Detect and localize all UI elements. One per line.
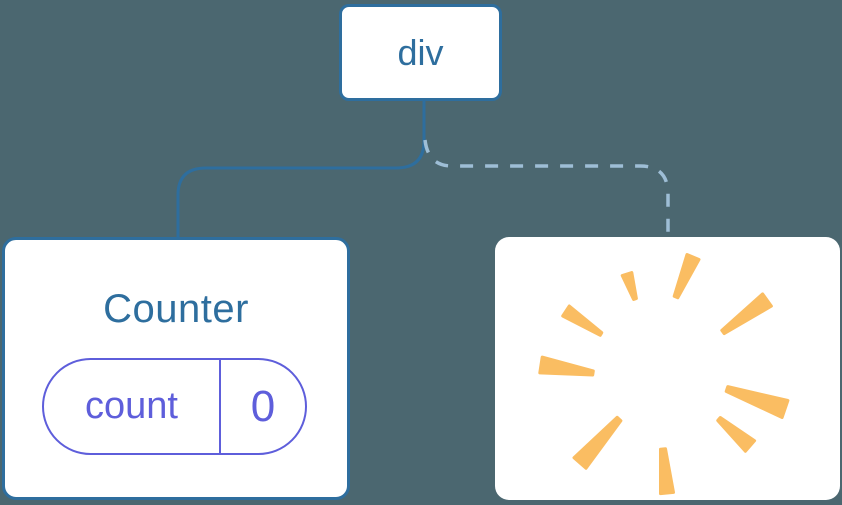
counter-card: Counter count 0 [2, 237, 350, 500]
poof-ray [716, 416, 757, 453]
poof-ray [659, 447, 675, 496]
state-value: 0 [219, 360, 305, 453]
poof-ray [724, 385, 790, 419]
edge-div-to-counter [176, 101, 426, 240]
poof-icon [538, 253, 790, 496]
removed-component-card [495, 237, 840, 500]
state-key-label: count [85, 385, 178, 427]
root-node-div: div [339, 4, 502, 101]
state-pill: count 0 [42, 358, 307, 455]
poof-ray [561, 304, 604, 337]
poof-ray [672, 253, 701, 300]
counter-title: Counter [103, 287, 249, 331]
poof-ray [620, 271, 638, 301]
edge-div-to-removed [423, 139, 670, 240]
poof-ray [572, 415, 623, 470]
poof-ray [720, 292, 773, 336]
root-node-label: div [397, 31, 444, 73]
poof-ray [538, 355, 595, 377]
